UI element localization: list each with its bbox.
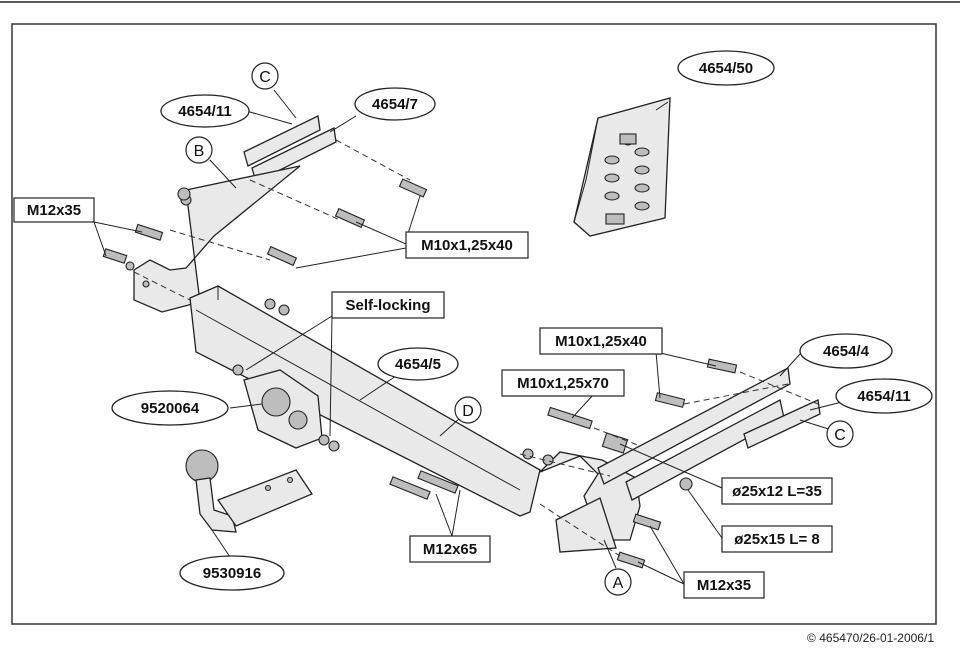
label-m10x125x70-text: M10x1,25x70 (517, 375, 609, 392)
hardware-bag (573, 97, 671, 237)
label-m12x35-right-text: M12x35 (697, 577, 751, 594)
label-4654-11-left: 4654/11 (160, 94, 250, 128)
label-self-locking-text: Self-locking (345, 297, 430, 314)
label-4654-50: 4654/50 (677, 50, 775, 86)
assembly-guides (133, 139, 819, 557)
letter-c-right-text: C (834, 427, 846, 444)
cross-beam (189, 285, 541, 517)
label-4654-5-text: 4654/5 (395, 356, 441, 373)
label-m12x35-left-text: M12x35 (27, 202, 81, 219)
label-4654-11-right-text: 4654/11 (857, 388, 910, 405)
label-9530916-text: 9530916 (203, 565, 261, 582)
fasteners (102, 178, 738, 569)
tow-ball-neck (185, 449, 313, 533)
letter-c-right: C (826, 420, 854, 448)
diagram-frame (11, 23, 937, 625)
clamp-plate-c-right (743, 399, 821, 449)
letter-a: A (604, 568, 632, 596)
label-4654-7-text: 4654/7 (372, 96, 418, 113)
label-4654-11-right: 4654/11 (835, 378, 933, 414)
label-9520064: 9520064 (111, 390, 229, 426)
label-4654-7: 4654/7 (354, 87, 436, 121)
label-spacer-a-text: ø25x12 L=35 (732, 483, 822, 500)
copyright-text: © 465470/26-01-2006/1 (807, 631, 934, 645)
label-m10x125x70: M10x1,25x70 (501, 369, 625, 397)
label-self-locking: Self-locking (331, 291, 445, 319)
label-4654-4: 4654/4 (799, 333, 893, 369)
label-m10x125x40-right: M10x1,25x40 (539, 327, 663, 355)
label-spacer-b-text: ø25x15 L= 8 (734, 531, 819, 548)
letter-d: D (454, 396, 482, 424)
label-m12x35-left: M12x35 (13, 197, 95, 223)
right-lower-bracket-plate (555, 497, 617, 553)
leader-lines (93, 89, 859, 585)
label-spacer-b: ø25x15 L= 8 (721, 525, 833, 553)
label-m12x65: M12x65 (409, 535, 491, 563)
label-4654-4-text: 4654/4 (823, 343, 870, 360)
label-9520064-text: 9520064 (141, 400, 200, 417)
letter-d-text: D (462, 403, 474, 420)
label-m10x125x40-right-text: M10x1,25x40 (555, 333, 647, 350)
label-9530916: 9530916 (179, 555, 285, 591)
letter-c-top: C (251, 62, 279, 90)
label-m10x125x40-upper-text: M10x1,25x40 (421, 237, 513, 254)
letter-a-text: A (613, 575, 624, 592)
label-m10x125x40-upper: M10x1,25x40 (405, 231, 529, 259)
letter-b: B (185, 136, 213, 164)
letter-c-top-text: C (259, 69, 271, 86)
label-spacer-a: ø25x12 L=35 (721, 477, 833, 505)
letter-b-text: B (194, 143, 205, 160)
label-m12x35-right: M12x35 (683, 571, 765, 599)
label-4654-50-text: 4654/50 (699, 60, 753, 77)
label-4654-11-left-text: 4654/11 (178, 103, 231, 120)
clamp-plate-c-left (243, 115, 321, 167)
label-4654-5: 4654/5 (377, 347, 459, 381)
label-m12x65-text: M12x65 (423, 541, 477, 558)
